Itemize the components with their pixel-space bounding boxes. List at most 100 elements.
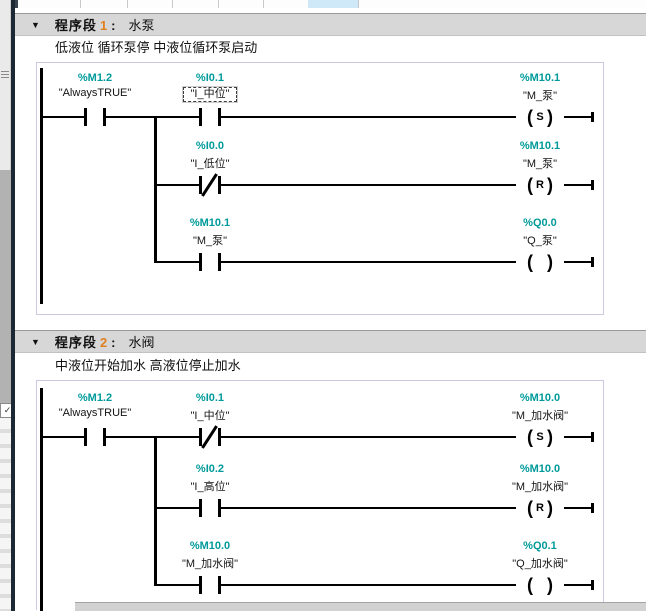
rung-end-tick [591,257,594,267]
network-number: 2 [99,335,109,350]
splitter-notch [15,0,18,8]
output-coil[interactable]: () [516,574,564,596]
operand-address[interactable]: %M10.1 [189,217,231,229]
collapse-icon[interactable]: ▼ [31,19,40,30]
operand-name[interactable]: "M_泵" [460,87,620,103]
contact-bar [218,576,221,594]
network-label-prefix: 程序段 [54,18,97,33]
scrollbar-grip-icon[interactable] [1,71,9,80]
no-contact[interactable] [199,576,221,594]
operand-name-text: "I_中位" [182,87,238,102]
output-coil[interactable]: () [516,251,564,273]
reset-coil[interactable]: (R) [516,174,564,196]
reset-coil[interactable]: (R) [516,497,564,519]
set-coil[interactable]: (S) [516,426,564,448]
horizontal-scrollbar[interactable] [75,602,646,611]
operand-address[interactable]: %M10.0 [519,463,561,475]
contact-bar [199,176,202,194]
power-rail [40,388,43,611]
contact-bar [218,176,221,194]
coil-paren: ( [527,252,533,272]
rung-line [40,116,592,118]
operand-name[interactable]: "AlwaysTRUE" [15,407,175,419]
operand-name[interactable]: "M_加水阀" [460,407,620,423]
operand-address[interactable]: %Q0.0 [523,217,557,229]
rung-end-tick [591,432,594,442]
operand-name[interactable]: "Q_泵" [460,232,620,248]
coil-symbol: S [536,431,544,443]
operand-name[interactable]: "I_高位" [130,478,290,494]
operand-name[interactable]: "I_低位" [130,155,290,171]
operand-address[interactable]: %I0.1 [195,72,225,84]
collapse-icon[interactable]: ▼ [31,336,40,347]
cell-separator [172,0,173,8]
operand-name[interactable]: "AlwaysTRUE" [15,87,175,99]
contact-bar [84,428,87,446]
coil-paren: ) [547,498,553,518]
vertical-scrollbar[interactable] [0,0,11,170]
operand-name[interactable]: "I_中位" [130,407,290,423]
operand-address[interactable]: %I0.0 [195,140,225,152]
no-contact[interactable] [84,428,106,446]
cell-separator [358,0,359,8]
operand-name[interactable]: "I_中位" [130,87,290,102]
operand-address[interactable]: %I0.2 [195,463,225,475]
network-2-comment[interactable]: 中液位开始加水 高液位停止加水 [55,358,241,373]
operand-address[interactable]: %Q0.1 [523,540,557,552]
no-contact[interactable] [199,499,221,517]
coil-symbol: S [536,111,544,123]
vertical-scrollbar-track[interactable] [0,170,11,403]
operand-address[interactable]: %M1.2 [77,392,113,404]
operand-name[interactable]: "M_加水阀" [460,478,620,494]
branch-line [154,116,157,263]
operand-name-text: "I_低位" [190,158,230,170]
operand-address[interactable]: %M10.1 [519,72,561,84]
operand-address[interactable]: %M10.0 [519,392,561,404]
network-1-title[interactable]: 水泵 [128,18,155,33]
contact-slash [201,425,218,449]
contact-bar [103,428,106,446]
no-contact[interactable] [199,253,221,271]
power-rail [40,68,43,304]
operand-name-text: "I_中位" [190,410,230,422]
contact-bar [199,428,202,446]
network-separator: : [111,335,117,350]
no-contact[interactable] [84,108,106,126]
network-2-title[interactable]: 水阀 [128,335,155,350]
coil-paren: ) [547,107,553,127]
contact-bar [199,108,202,126]
network-label-prefix: 程序段 [54,335,97,350]
coil-paren: ( [527,107,533,127]
operand-name[interactable]: "M_泵" [460,155,620,171]
cell-separator [218,0,219,8]
operand-name-text: "M_泵" [522,158,558,170]
operand-address[interactable]: %M10.0 [189,540,231,552]
nc-contact[interactable] [199,425,221,449]
panel-splitter[interactable] [11,0,15,611]
operand-name-text: "M_泵" [522,90,558,102]
contact-slash [201,173,218,197]
rung-end-tick [591,112,594,122]
operand-address[interactable]: %M1.2 [77,72,113,84]
operand-address[interactable]: %I0.1 [195,392,225,404]
set-coil[interactable]: (S) [516,106,564,128]
operand-name[interactable]: "Q_加水阀" [460,555,620,571]
coil-paren: ( [527,575,533,595]
operand-name[interactable]: "M_加水阀" [130,555,290,571]
rung-end-tick [591,503,594,513]
no-contact[interactable] [199,108,221,126]
coil-paren: ) [547,252,553,272]
operand-address[interactable]: %M10.1 [519,140,561,152]
nc-contact[interactable] [199,173,221,197]
branch-line [154,436,157,586]
network-1-comment[interactable]: 低液位 循环泵停 中液位循环泵启动 [55,40,258,55]
coil-paren: ) [547,575,553,595]
operand-name-text: "M_加水阀" [181,558,239,570]
rung-line [154,261,592,263]
cell-separator [80,0,81,8]
operand-name[interactable]: "M_泵" [130,232,290,248]
